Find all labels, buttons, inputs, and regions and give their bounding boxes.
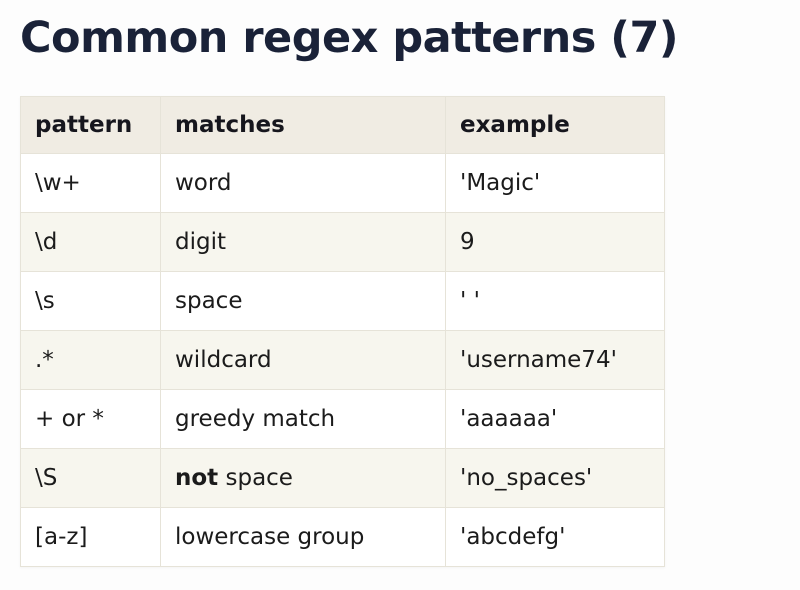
cell-example: ' ' <box>445 271 665 331</box>
cell-matches: lowercase group <box>160 507 446 567</box>
cell-matches: digit <box>160 212 446 272</box>
cell-pattern: \S <box>20 448 161 508</box>
cell-example: 'Magic' <box>445 153 665 213</box>
table-header-row: pattern matches example <box>20 96 665 154</box>
cell-pattern: \w+ <box>20 153 161 213</box>
column-header-example: example <box>445 96 665 154</box>
table-row: \w+word'Magic' <box>20 153 665 213</box>
cell-pattern: .* <box>20 330 161 390</box>
regex-table-container: pattern matches example \w+word'Magic'\d… <box>20 96 665 567</box>
cell-example: 'no_spaces' <box>445 448 665 508</box>
table-row: [a-z]lowercase group'abcdefg' <box>20 507 665 567</box>
table-header: pattern matches example <box>20 96 665 154</box>
cell-pattern: \s <box>20 271 161 331</box>
cell-matches: word <box>160 153 446 213</box>
cell-matches-text: space <box>218 465 293 491</box>
cell-pattern: + or * <box>20 389 161 449</box>
cell-matches: greedy match <box>160 389 446 449</box>
page-title: Common regex patterns (7) <box>20 13 679 63</box>
cell-pattern: [a-z] <box>20 507 161 567</box>
table-row: + or *greedy match'aaaaaa' <box>20 389 665 449</box>
cell-matches: space <box>160 271 446 331</box>
cell-example: 9 <box>445 212 665 272</box>
cell-example: 'username74' <box>445 330 665 390</box>
cell-pattern: \d <box>20 212 161 272</box>
cell-example: 'abcdefg' <box>445 507 665 567</box>
cell-example: 'aaaaaa' <box>445 389 665 449</box>
regex-patterns-table: pattern matches example \w+word'Magic'\d… <box>20 96 665 567</box>
cell-matches: wildcard <box>160 330 446 390</box>
table-row: .*wildcard'username74' <box>20 330 665 390</box>
cell-matches: not space <box>160 448 446 508</box>
column-header-pattern: pattern <box>20 96 161 154</box>
column-header-matches: matches <box>160 96 446 154</box>
cell-matches-emphasis: not <box>175 465 219 491</box>
